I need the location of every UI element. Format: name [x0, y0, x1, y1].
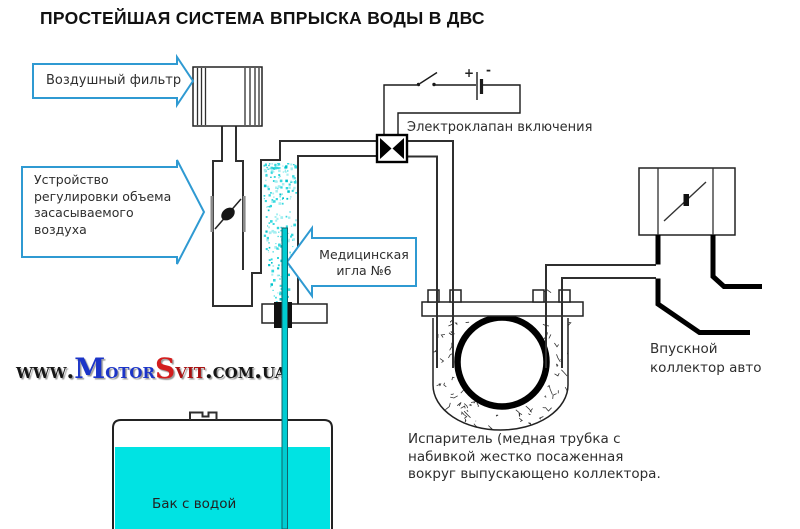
- evaporator-cup: [432, 318, 569, 431]
- battery-plus-sign: +: [464, 66, 475, 80]
- manifold-throttle-plate: [683, 194, 689, 206]
- water-tank-label: Бак с водой: [152, 496, 237, 512]
- water-tank-shape: [112, 411, 333, 529]
- solenoid-valve: [375, 133, 409, 164]
- water-spray-mist: [263, 163, 297, 320]
- clamp: [532, 289, 545, 303]
- water-fill: [115, 447, 330, 529]
- regulator-label: Устройство регулировки объема засасываем…: [34, 172, 172, 237]
- switch-contact-left: [416, 82, 421, 87]
- needle-label: Медицинская игла №6: [319, 247, 409, 278]
- intake-manifold-shape: [638, 167, 762, 335]
- tubes: [407, 140, 656, 368]
- solenoid-label: Электроклапан включения: [407, 120, 593, 135]
- clamp: [558, 289, 571, 303]
- venturi-insert-right: [242, 196, 246, 232]
- callout-arrows: [21, 53, 417, 300]
- intake-manifold-label: Впускной коллектор авто: [650, 341, 762, 376]
- evaporator-assembly: [421, 289, 584, 431]
- page-title: ПРОСТЕЙШАЯ СИСТЕМА ВПРЫСКА ВОДЫ В ДВС: [40, 8, 485, 28]
- watermark-svit: Svit: [154, 352, 206, 385]
- watermark-motor: Motor: [74, 352, 155, 385]
- watermark-www: www.: [16, 358, 75, 384]
- exhaust-pipe-section: [454, 314, 550, 410]
- needle-fitting: [261, 302, 328, 328]
- needle-callout-arrow: [285, 224, 417, 300]
- tank-filler-cap: [189, 411, 218, 420]
- switch-lever: [419, 71, 438, 85]
- air-filter-label: Воздушный фильтр: [46, 73, 182, 88]
- clamp: [427, 289, 440, 303]
- throttle-plate: [221, 207, 235, 221]
- air-filter-shape: [192, 66, 263, 127]
- regulator-callout-arrow: [21, 159, 206, 265]
- solenoid-circuit: [383, 71, 521, 135]
- clamp: [449, 289, 462, 303]
- venturi-insert-left: [210, 196, 214, 232]
- mounting-plate: [421, 301, 584, 317]
- watermark: www.MotorSvit.com.ua: [16, 352, 286, 385]
- evaporator-label: Испаритель (медная трубка с набивкой жес…: [408, 431, 661, 482]
- medical-needle-line: [281, 227, 288, 529]
- watermark-domain: .com.ua: [205, 358, 287, 384]
- battery-minus-sign: -: [486, 63, 491, 77]
- air-filter-callout-arrow: [32, 53, 195, 109]
- switch-contact-right: [432, 82, 436, 87]
